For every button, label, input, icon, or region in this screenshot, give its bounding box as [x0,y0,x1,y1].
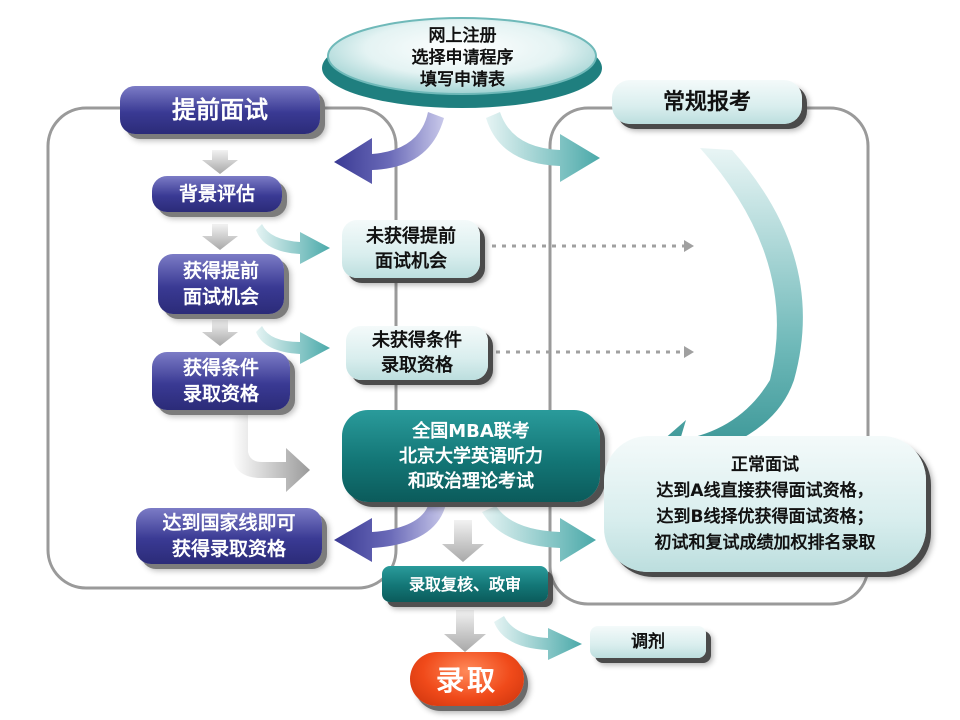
exam-node: 全国MBA联考 北京大学英语听力 和政治理论考试 [342,410,600,502]
regular-track-title: 常规报考 [612,80,802,124]
normal-interview-node: 正常面试 达到A线直接获得面试资格， 达到B线择优获得面试资格； 初试和复试成绩… [604,436,926,572]
top-node-shape [327,17,597,95]
arrow-review-to-transfer [494,616,582,660]
step-conditional-admission: 获得条件 录取资格 [152,352,290,410]
final-admission-node: 录取 [410,652,524,706]
branch-no-interview: 未获得提前 面试机会 [342,220,480,278]
early-track-title: 提前面试 [120,86,320,134]
arrow-down-2 [202,224,238,250]
review-node: 录取复核、政审 [382,566,548,602]
arrow-exam-to-national [334,500,446,562]
arrow-to-exam [232,412,310,492]
arrow-down-1 [202,150,238,174]
arrow-exam-to-interview [482,506,596,562]
transfer-node: 调剂 [590,626,706,658]
arrow-regular-curve [638,148,803,478]
arrow-exam-to-review [442,520,484,562]
arrow-top-to-regular [486,112,600,182]
step-national-line: 达到国家线即可 获得录取资格 [136,508,322,564]
arrow-top-to-early [334,112,444,184]
dotted-head-2 [684,346,694,358]
step-background-assessment: 背景评估 [152,176,282,212]
dotted-head-1 [684,240,694,252]
step-got-early-interview: 获得提前 面试机会 [158,254,284,314]
top-node-text: 网上注册 选择申请程序 填写申请表 [411,26,514,90]
arrow-down-3 [202,320,238,346]
branch-no-admission: 未获得条件 录取资格 [346,326,488,380]
arrow-to-no-interview [256,224,330,264]
arrow-review-to-final [444,610,486,652]
arrow-to-no-admission [256,326,330,364]
